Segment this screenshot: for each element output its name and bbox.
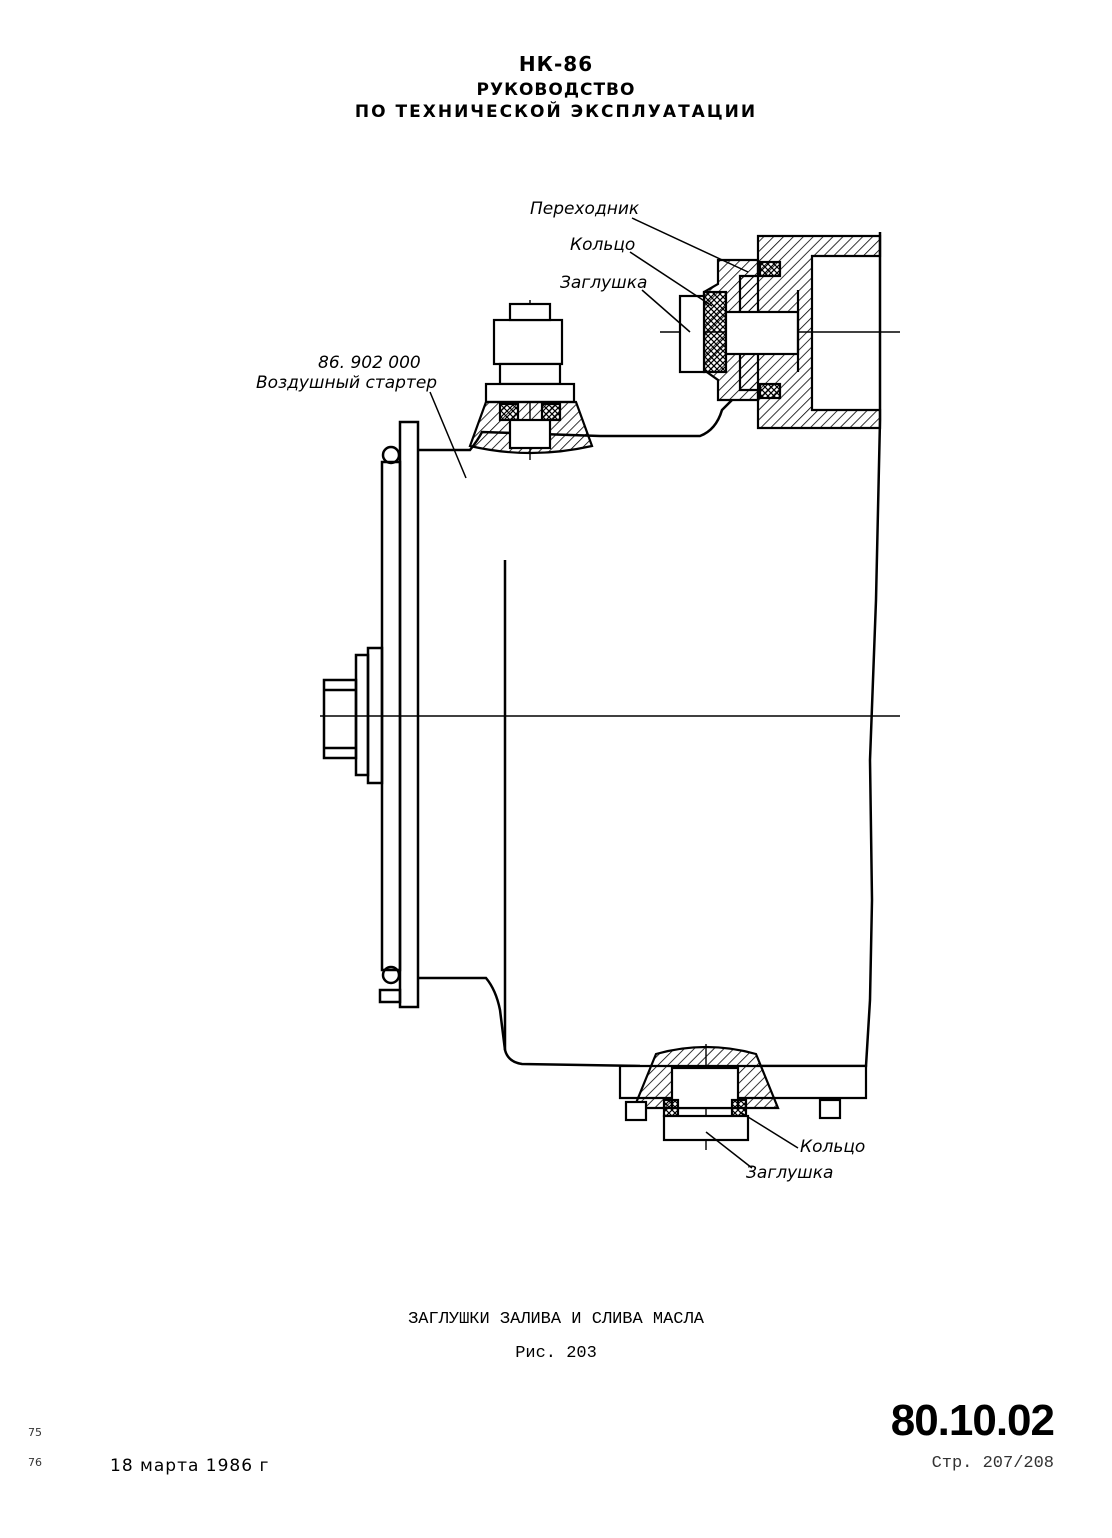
margin-mark-top: 75 <box>28 1426 42 1439</box>
label-ring-top: Кольцо <box>570 235 635 255</box>
margin-mark-bottom: 76 <box>28 1456 42 1469</box>
revision-date: 18 марта 1986 г <box>110 1456 270 1476</box>
manual-title-line2: ПО ТЕХНИЧЕСКОЙ ЭКСПЛУАТАЦИИ <box>354 102 758 122</box>
figure-caption: ЗАГЛУШКИ ЗАЛИВА И СЛИВА МАСЛА <box>408 1310 704 1329</box>
drain-adapter-assembly-top <box>678 234 882 430</box>
page-number: Стр. 207/208 <box>931 1454 1054 1473</box>
label-part-number: 86. 902 000 <box>318 353 421 373</box>
figure-number: Рис. 203 <box>515 1344 597 1363</box>
fill-plug-fitting <box>468 302 594 455</box>
leader-lines <box>429 217 799 1169</box>
label-air-starter: Воздушный стартер <box>256 373 437 393</box>
manual-code: НК-86 <box>518 52 594 76</box>
manual-title-line1: РУКОВОДСТВО <box>476 80 636 100</box>
drain-plug-fitting-bottom <box>618 1045 868 1142</box>
document-code: 80.10.02 <box>890 1396 1055 1445</box>
label-plug-top: Заглушка <box>560 273 647 293</box>
label-plug-bottom: Заглушка <box>746 1163 833 1183</box>
label-adapter: Переходник <box>530 199 640 219</box>
label-ring-bottom: Кольцо <box>800 1137 865 1157</box>
